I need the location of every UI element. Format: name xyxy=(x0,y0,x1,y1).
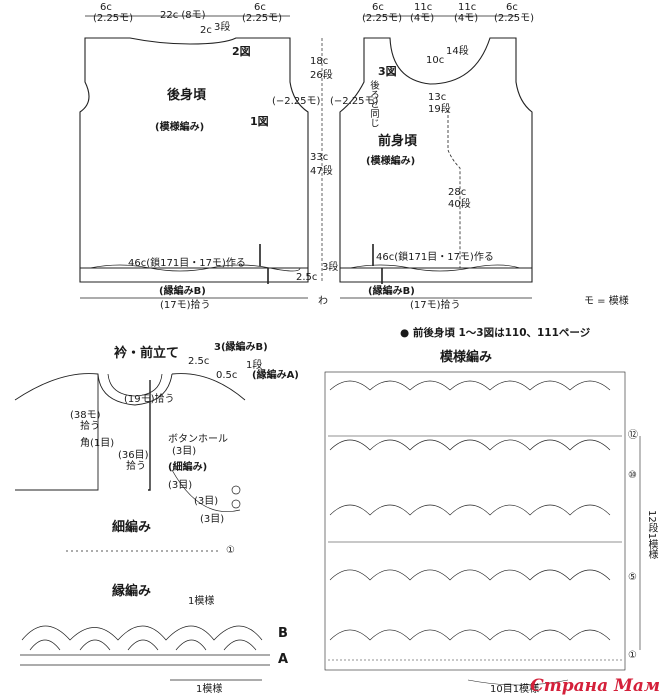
back-dim-mid: 22c (8モ) xyxy=(160,10,206,21)
mid-47r: 47段 xyxy=(310,166,333,177)
back-neck-rows: 3段 xyxy=(214,22,231,33)
legend-ref: ● 前後身頃 1〜3図は110、111ページ xyxy=(400,327,591,339)
collar-pick38b: 拾う xyxy=(80,421,100,432)
front-pickup: (17モ)拾う xyxy=(410,300,461,311)
hosoami-title: 細編み xyxy=(112,520,152,535)
back-title: 後身頃 xyxy=(167,88,207,103)
collar-pick19: (19モ)拾う xyxy=(124,394,175,405)
collar-a-rows: 1段 xyxy=(246,360,263,371)
back-dim-right-c: 6c xyxy=(254,2,266,13)
back-pattern: (模様編み) xyxy=(155,122,205,133)
collar-title: 衿・前立て xyxy=(114,346,180,361)
front-40r: 40段 xyxy=(448,199,471,210)
front-note-back-same: 後ろと同じ xyxy=(368,80,379,128)
hosoami-row: ① xyxy=(226,545,235,556)
back-dim-right-m: (2.25モ) xyxy=(242,13,283,24)
edging-title: 縁編み xyxy=(112,584,152,599)
mid-18c: 18c xyxy=(310,56,329,67)
collar-25c: 2.5c xyxy=(188,356,210,367)
mid-26r: 26段 xyxy=(310,70,333,81)
front-side-dec: (−2.25モ) xyxy=(330,96,379,107)
collar-three-4: (3目) xyxy=(200,514,225,525)
collar-b-rows: 3(縁編みB) xyxy=(214,342,268,353)
front-dim-1c: 6c xyxy=(372,2,384,13)
front-dim-3m: (4モ) xyxy=(454,13,479,24)
front-edge: (縁編みB) xyxy=(368,286,415,297)
back-fig1: 1図 xyxy=(250,115,269,128)
watermark: Страна Мам xyxy=(530,676,660,696)
front-dim-2m: (4モ) xyxy=(410,13,435,24)
front-neck-10c: 10c xyxy=(426,55,445,66)
pattern-bottom-label: 10目1模様 xyxy=(490,684,540,695)
pattern-row-5: ⑤ xyxy=(628,572,637,583)
front-piece-outline xyxy=(339,37,533,283)
collar-hosoami: (細編み) xyxy=(168,462,208,473)
back-side-dec: (−2.25モ) xyxy=(272,96,321,107)
front-pattern: (模様編み) xyxy=(366,156,416,167)
edging-b: B xyxy=(278,626,288,641)
front-13c: 13c xyxy=(428,92,447,103)
front-neck-10r: 14段 xyxy=(446,46,469,57)
collar-three-1: (3目) xyxy=(172,446,197,457)
front-cast-on: 46c(鎖171目・17モ)作る xyxy=(376,252,494,263)
pattern-row-10: ⑩ xyxy=(628,470,637,481)
front-dim-2c: 11c xyxy=(414,2,433,13)
mid-25c: 2.5c xyxy=(296,272,318,283)
edging-repeat: 1模様 xyxy=(188,596,215,607)
back-cast-on: 46c(鎖171目・17モ)作る xyxy=(128,258,246,269)
back-dim-left-c: 6c xyxy=(100,2,112,13)
mid-wa: わ xyxy=(318,296,328,307)
collar-edge-a: (縁編みA) xyxy=(252,370,299,381)
back-dim-left-m: (2.25モ) xyxy=(93,13,134,24)
front-19r: 19段 xyxy=(428,104,451,115)
pattern-side-label: 12段1模様 xyxy=(646,510,657,560)
front-28c: 28c xyxy=(448,187,467,198)
pattern-row-1: ① xyxy=(628,650,637,661)
front-fig3: 3図 xyxy=(378,65,397,78)
collar-pick36: (36目) xyxy=(118,450,149,461)
back-fig2: 2図 xyxy=(232,45,251,58)
collar-buttonhole: ボタンホール xyxy=(168,434,228,445)
collar-pick38: (38モ) xyxy=(70,410,101,421)
back-pickup: (17モ)拾う xyxy=(160,300,211,311)
front-title: 前身頃 xyxy=(378,134,418,149)
back-edge: (縁編みB) xyxy=(159,286,206,297)
edging-repeat-2: 1模様 xyxy=(196,684,223,695)
front-dim-3c: 11c xyxy=(458,2,477,13)
collar-pick36b: 拾う xyxy=(126,461,146,472)
mid-3r: 3段 xyxy=(322,262,339,273)
pattern-title: 模様編み xyxy=(440,350,493,365)
legend-mo: モ = 模様 xyxy=(584,296,629,307)
back-piece-outline xyxy=(79,37,309,283)
collar-three-3: (3目) xyxy=(194,496,219,507)
front-dim-1m: (2.25モ) xyxy=(362,13,403,24)
front-dim-4c: 6c xyxy=(506,2,518,13)
front-dim-4m: (2.25モ) xyxy=(494,13,535,24)
mid-33c: 33c xyxy=(310,152,329,163)
edging-a: A xyxy=(278,652,289,667)
collar-body-outline xyxy=(14,373,246,491)
collar-05c: 0.5c xyxy=(216,370,238,381)
collar-three-2: (3目) xyxy=(168,480,193,491)
back-neck-c: 2c xyxy=(200,25,212,36)
collar-corner: 角(1目) xyxy=(80,438,115,449)
pattern-row-12: ⑫ xyxy=(628,430,638,441)
